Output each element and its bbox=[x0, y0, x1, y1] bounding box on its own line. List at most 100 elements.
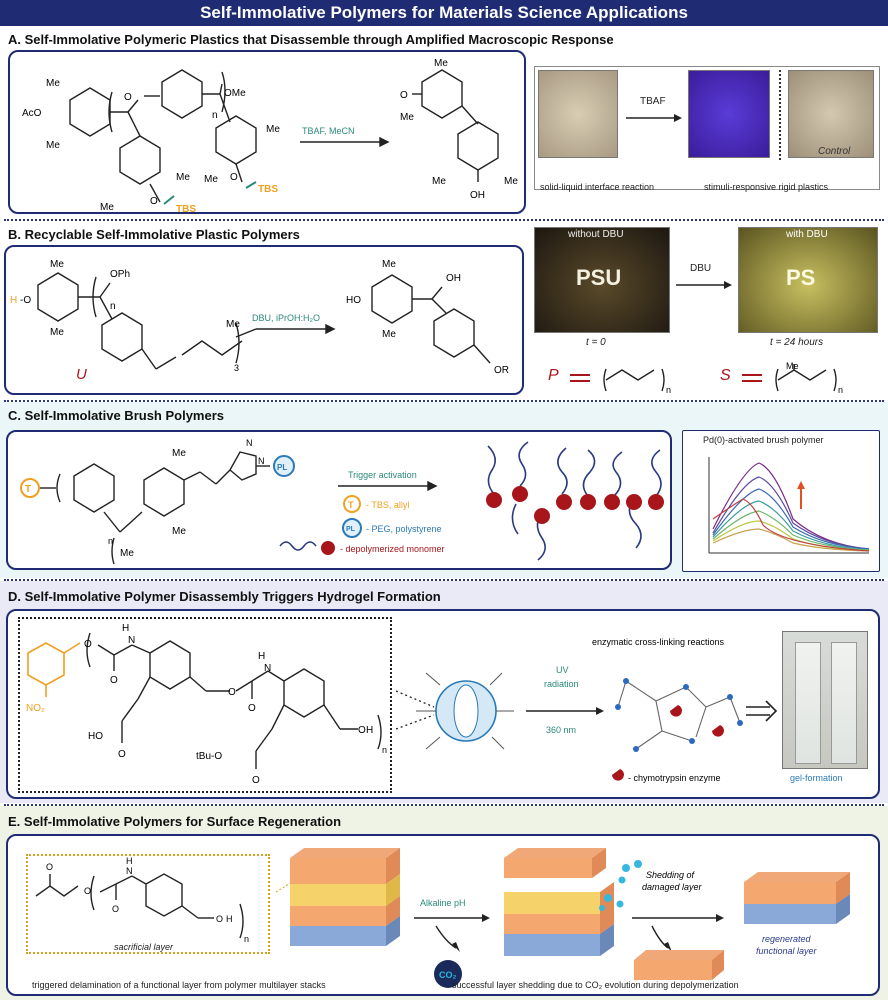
ring bbox=[421, 69, 463, 119]
panel-e-note-2: successful layer shedding due to CO₂ evo… bbox=[452, 980, 739, 990]
h-label: H bbox=[366, 725, 373, 736]
hooc-label: HO bbox=[88, 731, 103, 742]
panel-d-structure-box: NO₂ O O H N HO O O O H N tBu-O O O H n bbox=[18, 617, 392, 793]
photo-with-dbu bbox=[738, 227, 878, 333]
o-label: O bbox=[252, 775, 260, 786]
me-label: Me bbox=[226, 319, 240, 330]
ring bbox=[215, 115, 257, 165]
panel-a-note-1: solid-liquid interface reaction bbox=[540, 182, 655, 192]
enzyme-legend: - chymotrypsin enzyme bbox=[628, 773, 721, 783]
triazole bbox=[229, 451, 257, 481]
panel-a-note-2: stimuli-responsive rigid plastics bbox=[704, 182, 829, 192]
photo-ps-text: PS bbox=[786, 265, 816, 290]
page-title: Self-Immolative Polymers for Materials S… bbox=[0, 0, 888, 26]
panel-b-scheme-box: H -O Me Me OPh n Me 3 U DBU, iPrOH:H₂O H… bbox=[4, 245, 524, 395]
ring bbox=[37, 272, 79, 322]
pl-legend-badge: PL bbox=[346, 526, 356, 533]
panel-c-chart-box: Pd(0)-activated brush polymer bbox=[682, 430, 880, 572]
h-label: H bbox=[258, 651, 265, 662]
panel-a: A. Self-Immolative Polymeric Plastics th… bbox=[0, 26, 888, 218]
layer-stacks: CO₂ Alkaline pH Shedding of damaged laye… bbox=[276, 848, 850, 988]
tbs-label: TBS bbox=[258, 184, 278, 195]
crosslinked-network bbox=[617, 680, 741, 750]
or-label: OR bbox=[494, 365, 509, 376]
s-label: S bbox=[720, 367, 731, 384]
sacrificial-structure: O O O H N O H n bbox=[35, 856, 249, 944]
panel-b: B. Recyclable Self-Immolative Plastic Po… bbox=[0, 221, 888, 399]
n-label: n bbox=[838, 385, 843, 395]
o-label: O bbox=[216, 914, 223, 924]
me-label: Me bbox=[172, 526, 186, 537]
ring bbox=[161, 69, 203, 119]
me-label: Me bbox=[382, 329, 396, 340]
vial-left bbox=[795, 642, 821, 764]
ho-label: HO bbox=[346, 295, 361, 306]
nn-label: N bbox=[128, 635, 135, 646]
pl-badge: PL bbox=[277, 463, 287, 472]
trigger-label: Trigger activation bbox=[348, 470, 417, 480]
ring bbox=[457, 121, 499, 171]
ring bbox=[149, 640, 191, 690]
o-label: O bbox=[110, 675, 118, 686]
nn-label: N bbox=[264, 663, 271, 674]
panel-e-note-1: triggered delamination of a functional l… bbox=[32, 980, 326, 990]
n-label: n bbox=[244, 934, 249, 944]
o-label: O bbox=[150, 196, 158, 207]
photo-arrow bbox=[626, 114, 682, 122]
photo-arrow-label: TBAF bbox=[640, 96, 666, 107]
panel-a-reagent: TBAF, MeCN bbox=[302, 126, 355, 136]
three-label: 3 bbox=[234, 363, 239, 373]
panel-a-title: A. Self-Immolative Polymeric Plastics th… bbox=[8, 32, 614, 47]
o-label: O bbox=[84, 639, 92, 650]
regen-label-2: functional layer bbox=[756, 946, 818, 956]
oh-label: OH bbox=[470, 190, 485, 201]
aco-label: AcO bbox=[22, 108, 42, 119]
h-label: H bbox=[126, 856, 133, 866]
separator bbox=[4, 400, 884, 402]
photo-without-dbu bbox=[534, 227, 670, 333]
n-label: n bbox=[108, 536, 113, 546]
ring bbox=[69, 87, 111, 137]
p-label: P bbox=[548, 367, 559, 384]
co2-label: CO₂ bbox=[439, 970, 457, 980]
panel-a-scheme: AcO Me Me O OMe n Me Me Me Me O TBS O TB… bbox=[22, 58, 518, 212]
enzyme-reactions-label: enzymatic cross-linking reactions bbox=[592, 637, 725, 647]
photo-psu-text: PSU bbox=[576, 265, 622, 290]
vial-right bbox=[831, 642, 857, 764]
o-label: O bbox=[112, 904, 119, 914]
me-label: Me bbox=[46, 78, 60, 89]
nn-label: N bbox=[258, 456, 265, 466]
separator bbox=[4, 579, 884, 581]
shedding-label-1: Shedding of bbox=[646, 870, 696, 880]
o-label: O bbox=[248, 703, 256, 714]
o-label: O bbox=[400, 90, 408, 101]
ring bbox=[145, 873, 183, 917]
photo-divider bbox=[779, 70, 781, 160]
photo-without-dbu-label: without DBU bbox=[568, 229, 624, 240]
ring bbox=[101, 312, 143, 362]
alkaline-label: Alkaline pH bbox=[420, 898, 466, 908]
photo-control-label: Control bbox=[818, 146, 851, 157]
me-label: Me bbox=[266, 124, 280, 135]
h-label: H bbox=[10, 295, 17, 306]
panel-b-title: B. Recyclable Self-Immolative Plastic Po… bbox=[8, 227, 300, 242]
monomer-legend: - depolymerized monomer bbox=[340, 544, 445, 554]
micelle-uv-scheme: UV radiation 360 nm enzymatic cross-link… bbox=[396, 637, 778, 783]
panel-a-scheme-box: AcO Me Me O OMe n Me Me Me Me O TBS O TB… bbox=[8, 50, 526, 214]
panel-e-title: E. Self-Immolative Polymers for Surface … bbox=[8, 814, 342, 829]
brush-monomers bbox=[486, 441, 664, 561]
photo-arrow-b bbox=[676, 281, 732, 289]
o-label: O bbox=[46, 862, 53, 872]
u-label: U bbox=[76, 366, 87, 383]
panel-b-reagent: DBU, iPrOH:H₂O bbox=[252, 313, 320, 323]
chart-title: Pd(0)-activated brush polymer bbox=[703, 435, 824, 445]
nn-label: N bbox=[246, 438, 253, 448]
ring bbox=[433, 308, 475, 358]
gel-formation-label: gel-formation bbox=[790, 773, 843, 783]
h-label: H bbox=[122, 623, 129, 634]
panel-d-outer-box: NO₂ O O H N HO O O O H N tBu-O O O H n bbox=[6, 609, 880, 799]
ring bbox=[283, 668, 325, 718]
panel-b-scheme: H -O Me Me OPh n Me 3 U DBU, iPrOH:H₂O H… bbox=[10, 259, 509, 383]
o-label: O bbox=[118, 749, 126, 760]
o-label: O bbox=[358, 725, 366, 736]
